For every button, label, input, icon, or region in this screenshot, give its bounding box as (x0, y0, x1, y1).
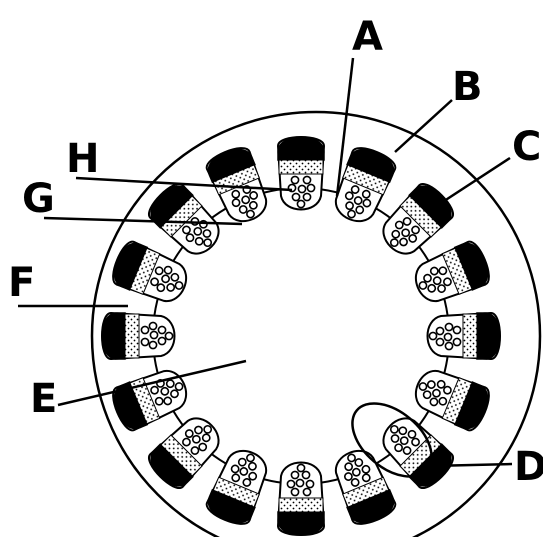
xylem-vessel (445, 342, 452, 349)
xylem-vessel (149, 322, 156, 329)
leader-line-b (395, 100, 452, 152)
vascular-bundles (102, 137, 500, 535)
xylem-vessel (303, 193, 310, 200)
xylem-vessel (307, 184, 314, 191)
bundle-phloem (463, 314, 477, 358)
xylem-vessel (306, 480, 313, 487)
leader-line-c (438, 158, 510, 205)
xylem-vessel (141, 326, 148, 333)
xylem-vessel (291, 488, 298, 495)
label-e: E (30, 376, 57, 422)
xylem-vessel (444, 333, 451, 340)
xylem-vessel (445, 323, 452, 330)
xylem-vessel (298, 185, 305, 192)
xylem-vessel (303, 488, 310, 495)
xylem-vessel (296, 479, 303, 486)
vascular-bundle (374, 179, 458, 263)
xylem-vessel (291, 176, 298, 183)
xylem-vessel (149, 341, 156, 348)
label-f: F (8, 260, 35, 306)
bundle-phloem (279, 498, 323, 512)
label-g: G (22, 176, 55, 222)
xylem-vessel (141, 338, 148, 345)
bundle-phloem (125, 314, 139, 358)
vascular-bundle (278, 137, 324, 210)
xylem-vessel (292, 193, 299, 200)
xylem-vessel (297, 464, 304, 471)
xylem-vessel (150, 331, 157, 338)
xylem-vessel (287, 480, 294, 487)
vascular-bundle (144, 409, 228, 493)
xylem-vessel (436, 327, 443, 334)
xylem-vessel (291, 471, 298, 478)
xylem-vessel (453, 326, 460, 333)
label-c: C (512, 124, 541, 170)
label-b: B (452, 64, 483, 110)
bundle-phloem (279, 160, 323, 174)
xylem-vessel (165, 332, 172, 339)
bundle-cap (102, 313, 125, 359)
xylem-vessel (429, 332, 436, 339)
xylem-vessel (453, 338, 460, 345)
label-h: H (66, 136, 99, 182)
bundle-cap (477, 313, 500, 359)
xylem-vessel (436, 338, 443, 345)
vascular-bundle (102, 313, 175, 359)
bundle-cap (278, 137, 324, 160)
xylem-vessel (303, 176, 310, 183)
xylem-vessel (158, 337, 165, 344)
vascular-bundle (278, 463, 324, 536)
vascular-bundle (374, 409, 458, 493)
xylem-vessel (158, 326, 165, 333)
bundle-cap (278, 512, 324, 535)
vascular-bundle (428, 313, 501, 359)
label-d: D (514, 444, 543, 490)
xylem-vessel (302, 471, 309, 478)
label-a: A (352, 14, 383, 60)
xylem-vessel (297, 200, 304, 207)
